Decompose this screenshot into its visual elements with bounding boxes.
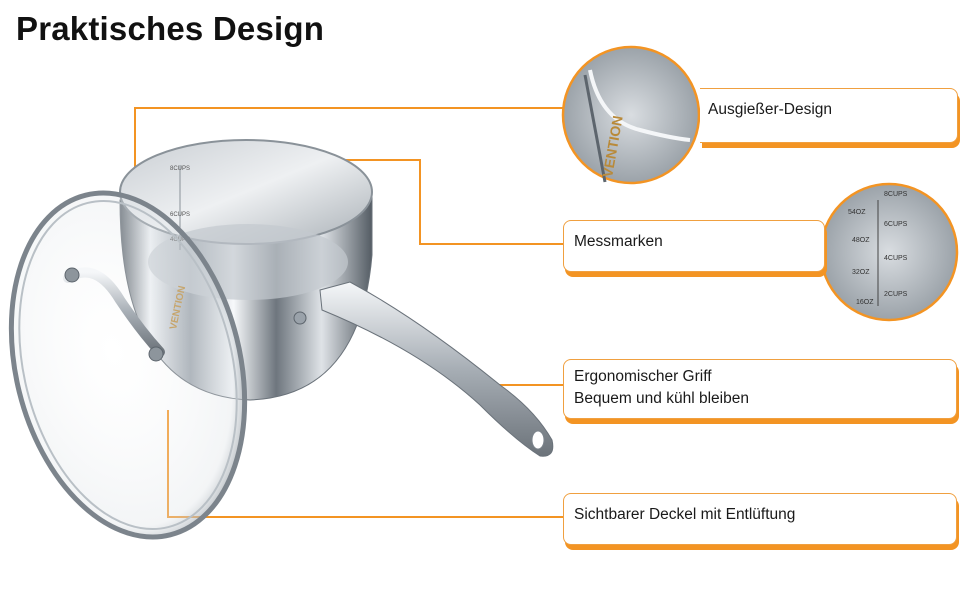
zoom-mark-4cups: 4CUPS	[884, 255, 908, 262]
zoom-mark-48oz: 48OZ	[852, 237, 870, 244]
callout-handle: Ergonomischer Griff Bequem und kühl blei…	[563, 359, 957, 419]
zoom-mark-16oz: 16OZ	[856, 299, 874, 306]
callout-measure-label: Messmarken	[574, 233, 663, 250]
zoom-mark-32oz: 32OZ	[852, 269, 870, 276]
long-handle	[293, 281, 554, 457]
callout-handle-line1: Ergonomischer Griff	[574, 368, 712, 385]
spout-zoom: VENTION	[561, 45, 701, 185]
mark-8cups: 8CUPS	[170, 166, 190, 172]
zoom-mark-6cups: 6CUPS	[884, 221, 908, 228]
callout-spout: Ausgießer-Design	[700, 88, 958, 143]
measure-zoom: 8CUPS 6CUPS 4CUPS 2CUPS 54OZ 48OZ 32OZ 1…	[819, 182, 959, 322]
callout-handle-line2: Bequem und kühl bleiben	[574, 390, 749, 407]
zoom-mark-2cups: 2CUPS	[884, 291, 908, 298]
callout-lid: Sichtbarer Deckel mit Entlüftung	[563, 493, 957, 545]
mark-6cups: 6CUPS	[170, 212, 190, 218]
callout-spout-label: Ausgießer-Design	[708, 101, 833, 118]
glass-lid	[8, 190, 248, 540]
callout-lid-label: Sichtbarer Deckel mit Entlüftung	[574, 506, 796, 523]
page-title: Praktisches Design	[16, 10, 325, 47]
zoom-mark-8cups: 8CUPS	[884, 191, 908, 198]
zoom-mark-54oz: 54OZ	[848, 209, 866, 216]
callout-measure: Messmarken	[563, 220, 825, 272]
